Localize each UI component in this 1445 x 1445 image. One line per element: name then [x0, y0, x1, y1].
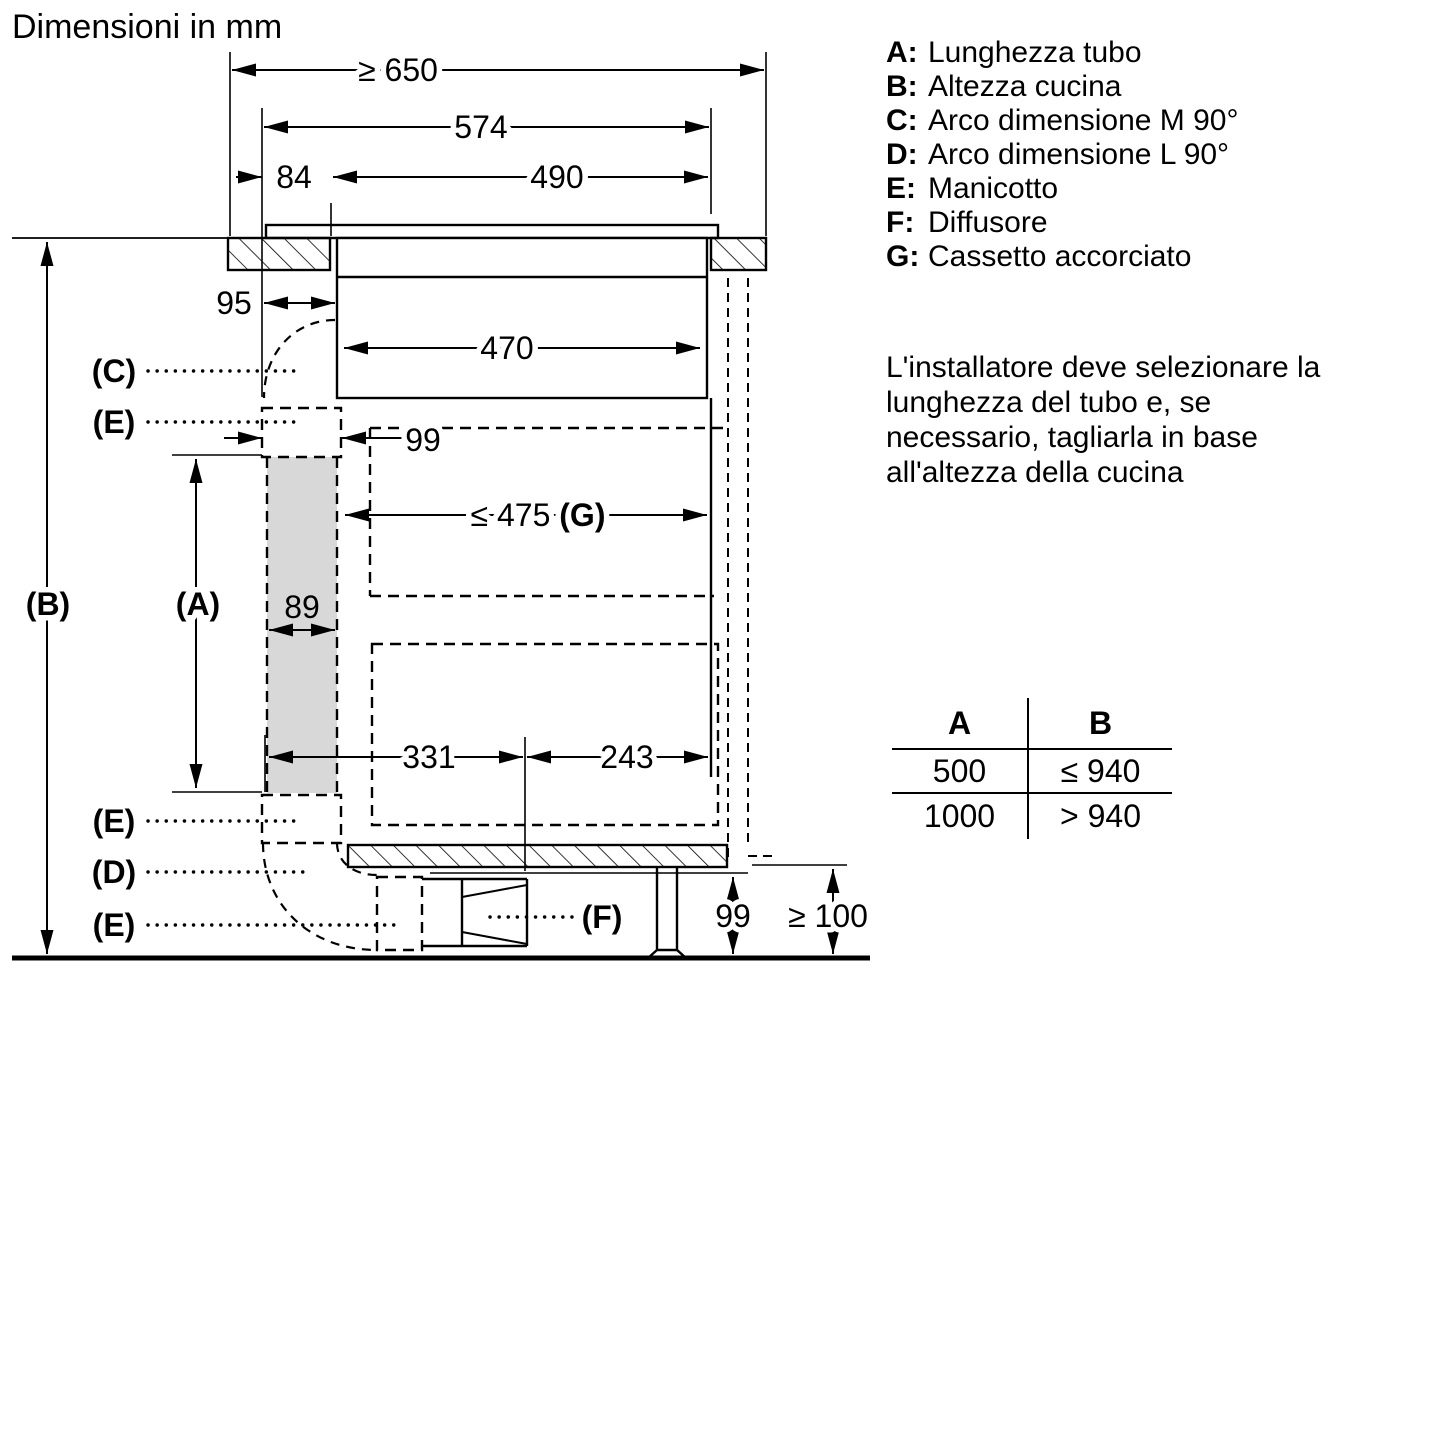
- bend-m-arc: [262, 318, 336, 399]
- table-cell-b: > 940: [1060, 798, 1141, 834]
- tube-length-table: A B 500 ≤ 940 1000 > 940: [892, 698, 1172, 839]
- table-cell-a: 1000: [892, 794, 1029, 839]
- sleeve-horizontal: [375, 875, 424, 952]
- table-row: 500 ≤ 940: [892, 750, 1172, 794]
- drawer-g-outline: [368, 426, 728, 598]
- bend-l-arc-inner: [335, 842, 378, 877]
- legend-key: B:: [886, 70, 918, 103]
- dim-housing-width: 470: [480, 330, 533, 366]
- dim-rear-clearance: 95: [216, 285, 252, 321]
- worktop-right: [709, 236, 768, 272]
- table-cell-a: 500: [892, 750, 1029, 792]
- label-b: (B): [26, 586, 70, 622]
- label-e-top: (E): [93, 404, 136, 440]
- table-cell-b: ≤ 940: [1060, 752, 1141, 789]
- dim-sleeve-width: 99: [405, 422, 441, 458]
- legend-label: Diffusore: [928, 206, 1048, 239]
- legend-item-e: E: Manicotto: [886, 172, 1238, 206]
- legend-label: Cassetto accorciato: [928, 240, 1192, 273]
- dim-niche-width: ≥ 650: [358, 52, 438, 88]
- sleeve-top: [260, 406, 343, 459]
- dim-duct-width: 89: [284, 589, 320, 625]
- table-row: 1000 > 940: [892, 794, 1172, 839]
- legend-label: Arco dimensione L 90°: [928, 138, 1230, 171]
- legend-label: Manicotto: [928, 172, 1059, 205]
- note-line: necessario, tagliarla in base: [886, 421, 1258, 454]
- dimension-arrows: [40, 63, 840, 954]
- note-line: lunghezza del tubo e, se: [886, 386, 1212, 419]
- legend-item-a: A: Lunghezza tubo: [886, 36, 1238, 70]
- legend-key: G:: [886, 240, 920, 273]
- hob-body: [335, 236, 709, 400]
- extension-lines: [172, 52, 847, 871]
- dimension-texts: ≥ 650 574 84 490 95 470 (C) (E) 99 ≤ 475…: [20, 47, 873, 944]
- label-e-mid: (E): [93, 803, 136, 839]
- dashed-parts: [260, 278, 772, 952]
- dim-plinth-height: 99: [715, 898, 751, 934]
- dim-shortened-drawer: ≤ 475 (G): [471, 497, 606, 533]
- legend-label: Arco dimensione M 90°: [928, 104, 1239, 137]
- page-title: Dimensioni in mm: [12, 8, 283, 46]
- legend-item-g: G:Cassetto accorciato: [886, 240, 1238, 274]
- label-a: (A): [176, 586, 220, 622]
- hob-top-plate: [264, 223, 720, 240]
- legend-key: A:: [886, 36, 918, 69]
- diffuser: [422, 877, 529, 948]
- legend-label: Altezza cucina: [928, 70, 1122, 103]
- table-header-row: A B: [892, 698, 1172, 750]
- sleeve-bottom: [260, 793, 343, 845]
- note-line: all'altezza della cucina: [886, 456, 1184, 489]
- cabinet-back-panel: [727, 278, 772, 858]
- installer-note: L'installatore deve selezionare la lungh…: [886, 350, 1386, 490]
- label-leaders: [146, 369, 574, 927]
- label-d: (D): [92, 854, 136, 890]
- bend-l-arc-outer: [261, 842, 378, 952]
- dim-cutout-width: 490: [530, 159, 583, 195]
- dim-hob-width: 574: [454, 109, 507, 145]
- lower-drawer-outline: [370, 642, 720, 827]
- cabinet-foot: [644, 867, 690, 960]
- legend-item-c: C: Arco dimensione M 90°: [886, 104, 1238, 138]
- legend-item-d: D: Arco dimensione L 90°: [886, 138, 1238, 172]
- label-e-bottom: (E): [93, 907, 136, 943]
- label-c: (C): [92, 353, 136, 389]
- legend-key: F:: [886, 206, 915, 239]
- dim-back-depth: 243: [600, 739, 653, 775]
- legend-key: D:: [886, 138, 918, 171]
- label-f: (F): [582, 899, 623, 935]
- dim-floor-clearance: ≥ 100: [788, 898, 868, 934]
- legend-item-f: F: Diffusore: [886, 206, 1238, 240]
- table-header-a: A: [892, 698, 1029, 748]
- legend-key: E:: [886, 172, 916, 205]
- legend-label: Lunghezza tubo: [928, 36, 1142, 69]
- note-line: L'installatore deve selezionare la: [886, 351, 1321, 384]
- cabinet-structure: [12, 223, 870, 961]
- dim-edge-offset: 84: [276, 159, 312, 195]
- legend-key: C:: [886, 104, 918, 137]
- legend: A: Lunghezza tubo B: Altezza cucina C: Arco…: [886, 36, 1238, 274]
- duct-tube-edges: [265, 457, 339, 793]
- cabinet-bottom-shelf: [346, 843, 729, 869]
- duct-tube: [267, 457, 337, 793]
- dim-front-depth: 331: [402, 739, 455, 775]
- table-header-b: B: [1088, 704, 1113, 741]
- legend-item-b: B: Altezza cucina: [886, 70, 1238, 104]
- worktop-left: [226, 236, 332, 272]
